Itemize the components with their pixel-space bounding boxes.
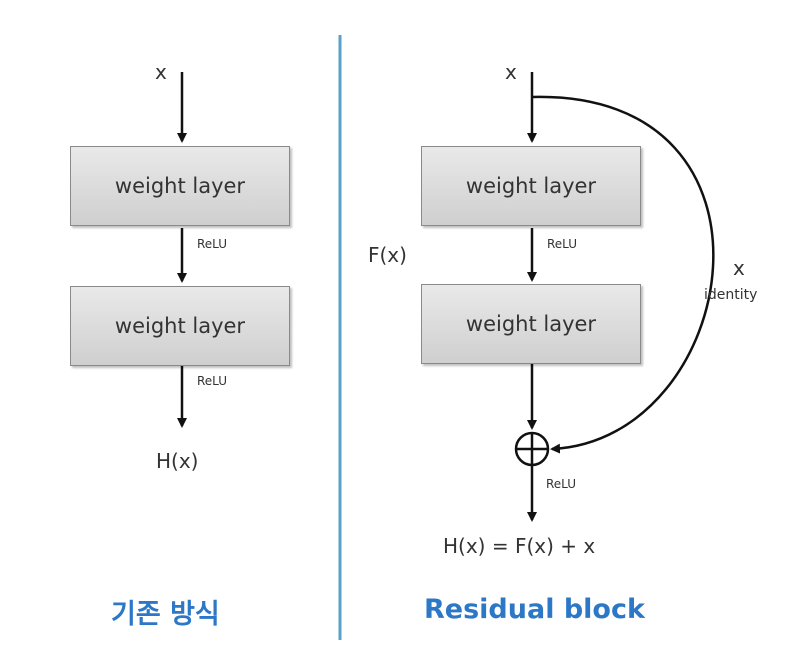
right-weight-layer-2: weight layer [421,284,641,364]
left-relu-1: ReLU [197,237,228,251]
fx-label: F(x) [368,243,407,267]
left-input-label: x [155,60,167,84]
left-weight-layer-1: weight layer [70,146,290,226]
right-weight-layer-1: weight layer [421,146,641,226]
right-relu-3: ReLU [546,477,577,491]
skip-identity-label: identity [704,287,758,303]
left-caption: 기존 방식 [111,599,220,630]
right-caption: Residual block [424,594,645,625]
left-relu-2: ReLU [197,374,228,388]
left-weight-layer-2: weight layer [70,286,290,366]
right-relu-1: ReLU [547,237,578,251]
left-output-label: H(x) [156,449,199,473]
identity-skip-path [531,95,715,454]
right-input-label: x [505,60,517,84]
sum-node [514,431,550,467]
skip-x-label: x [733,256,745,280]
right-output-equation: H(x) = F(x) + x [443,534,596,558]
